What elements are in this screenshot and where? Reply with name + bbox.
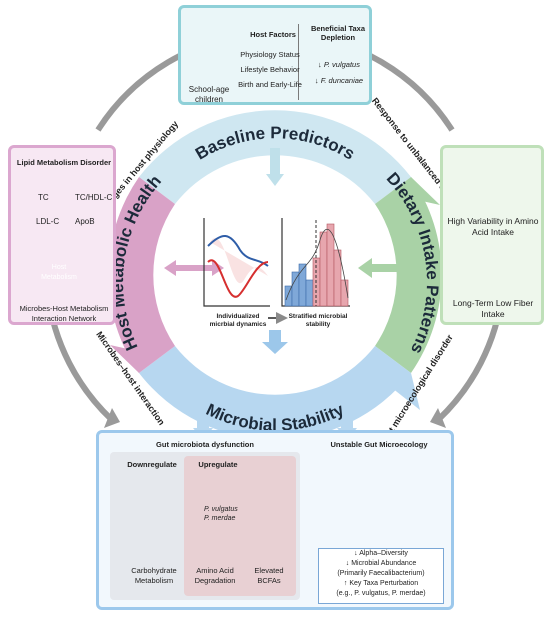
marker-tc: TC [38, 193, 49, 202]
left-panel-title: Lipid Metabolism Disorder [16, 158, 112, 167]
outer-arrowhead-left [104, 408, 120, 428]
aa-caption: Amino Acid Degradation [194, 566, 236, 585]
right-item-1: High Variability in Amino Acid Intake [447, 216, 539, 237]
taxa-1: ↓ P. vulgatus [318, 60, 360, 69]
left-panel [8, 145, 116, 325]
right-item-2: Long-Term Low Fiber Intake [452, 298, 534, 319]
ring-right [375, 177, 442, 373]
up-taxa: P. vulgatus P. merdae [204, 506, 238, 522]
marker-tc-hdl: TC/HDL-C [75, 193, 113, 202]
ring-left [108, 177, 175, 373]
connector-left [176, 265, 212, 271]
left-panel-caption: Microbes-Host Metabolism Interaction Net… [19, 304, 109, 323]
connector-left-tail [164, 260, 176, 276]
center-line-plot [203, 218, 270, 307]
ring-tip-bottom [392, 373, 420, 410]
finding-4: ↑ Key Taxa Perturbation [343, 580, 419, 587]
findings-box [318, 548, 444, 604]
down-title: Downregulate [127, 460, 177, 469]
finding-3: (Primarily Faecalibacterium) [337, 570, 425, 577]
host-factors-title: Host Factors [250, 30, 296, 39]
upregulate-section [184, 456, 296, 596]
finding-5: (e.g., P. vulgatus, P. merdae) [336, 590, 426, 597]
taxa-title: Beneficial Taxa Depletion [310, 24, 366, 42]
up-title: Upregulate [198, 460, 238, 469]
host-factor-3: Birth and Early-Life [238, 80, 302, 89]
connector-top-head [266, 174, 284, 186]
bottom-right-title: Unstable Gut Microecology [330, 440, 428, 449]
marker-apob: ApoB [75, 217, 95, 226]
marker-ldl: LDL-C [36, 217, 60, 226]
center-caption-left: Individualized micrbial dynamics [209, 313, 267, 328]
outer-arrowhead-right [430, 408, 446, 428]
line-blue [207, 235, 269, 267]
finding-2: ↓ Microbial Abundance [345, 560, 417, 567]
bcfa-caption: Elevated BCFAs [254, 566, 284, 585]
center-histogram [281, 218, 350, 307]
center-down-arrow [262, 330, 288, 354]
right-panel [440, 145, 544, 325]
host-factors-box [237, 24, 299, 100]
ring-tip-right [404, 177, 440, 205]
host-factor-1: Physiology Status [240, 50, 300, 59]
bottom-left-section [110, 452, 300, 600]
ring-top [139, 110, 411, 204]
host-metabolism-node: Host Metabolism [41, 264, 77, 281]
center-caption-right: Stratified microbial stability [288, 313, 348, 328]
finding-1: ↓ Alpha–Diversity [354, 550, 408, 557]
connector-right [372, 264, 442, 272]
down-caption: Carbohydrate Metabolism [131, 566, 177, 585]
ring-tip-left [110, 345, 146, 373]
top-panel [178, 5, 372, 105]
connector-right-head [358, 258, 372, 278]
bottom-left-title: Gut microbiota dysfunction [156, 440, 254, 449]
children-label: School-age children [188, 85, 230, 104]
line-red [207, 259, 269, 298]
taxa-2: ↓ F. duncaniae [314, 76, 364, 85]
host-factor-2: Lifestyle Behavior [240, 65, 300, 74]
